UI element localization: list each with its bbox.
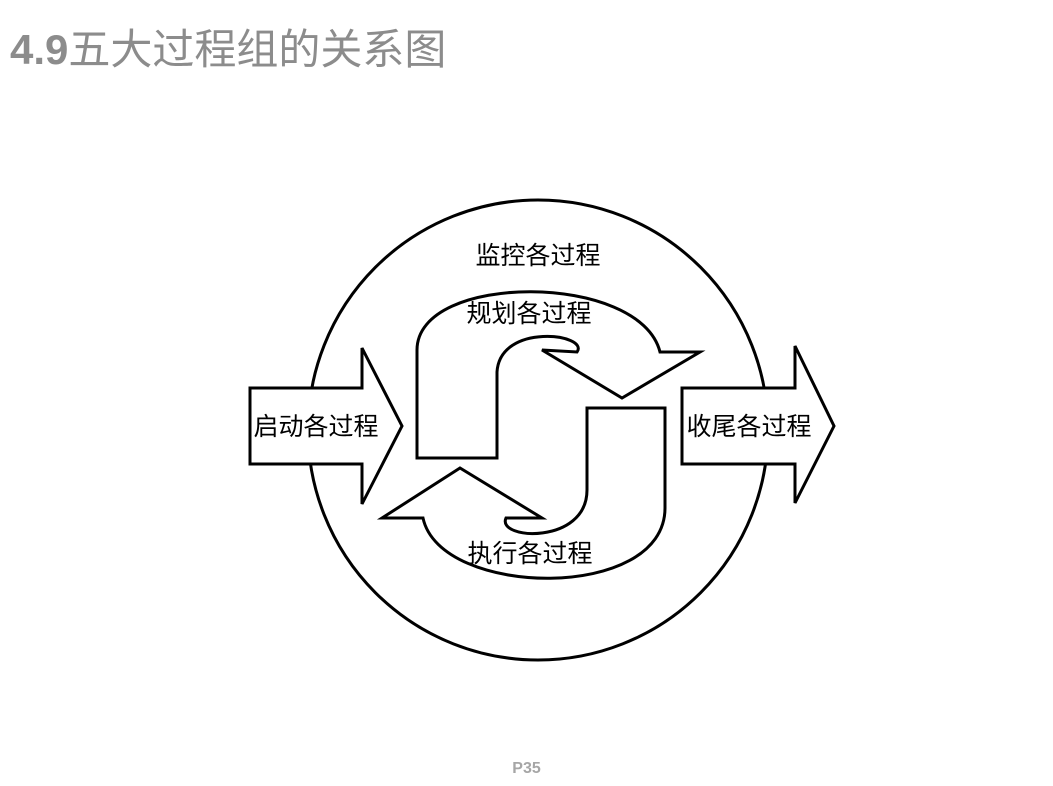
monitor-label: 监控各过程 <box>475 241 600 270</box>
execute-arrow <box>376 406 667 580</box>
plan-label: 规划各过程 <box>466 299 591 328</box>
close-label: 收尾各过程 <box>686 412 811 441</box>
page-number: P35 <box>512 760 541 777</box>
section-number: 4.9 <box>10 26 69 73</box>
page-title: 4.9五大过程组的关系图 <box>10 22 446 78</box>
initiate-arrow <box>248 347 404 505</box>
plan-arrow <box>415 290 706 460</box>
close-arrow <box>680 345 836 504</box>
execute-label: 执行各过程 <box>467 539 592 568</box>
section-title: 五大过程组的关系图 <box>68 25 447 74</box>
initiate-label: 启动各过程 <box>253 412 378 441</box>
